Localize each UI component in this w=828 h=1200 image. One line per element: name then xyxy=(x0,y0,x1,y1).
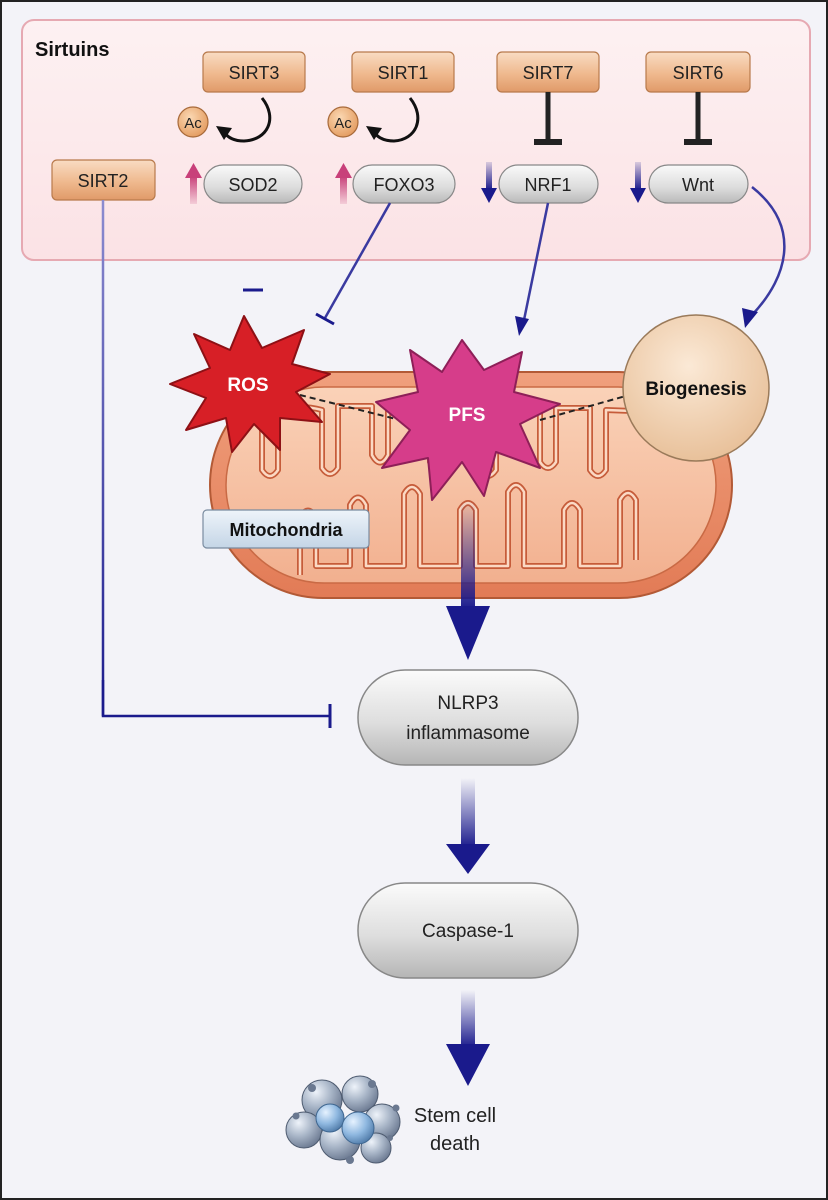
foxo3-pill: FOXO3 xyxy=(352,164,456,204)
pfs-biogenesis-dashed-link xyxy=(539,391,641,421)
nlrp3-line2: inflammasome xyxy=(406,723,530,744)
sod2-up-arrow xyxy=(185,163,202,204)
acetyl-left-arrowhead xyxy=(216,126,232,140)
acetyl-left-curve-arrow xyxy=(222,97,272,143)
biogenesis-label: Biogenesis xyxy=(645,379,746,400)
stem-cell-death-line2: death xyxy=(430,1133,480,1155)
caspase1-label: Caspase-1 xyxy=(422,921,514,942)
nlrp3-pill: NLRP3 inflammasome xyxy=(357,669,579,766)
sirt1-box: SIRT1 xyxy=(351,51,455,93)
sirt1-label: SIRT1 xyxy=(378,63,429,83)
sirt2-label: SIRT2 xyxy=(78,171,129,191)
sirt2-inhibits-nlrp3 xyxy=(101,200,332,728)
wnt-to-biogenesis-arrow xyxy=(742,186,786,328)
sirt2-box: SIRT2 xyxy=(51,159,156,201)
foxo3-label: FOXO3 xyxy=(373,175,434,195)
dying-cell-cluster-icon xyxy=(285,1075,401,1164)
nlrp3-to-caspase-arrow xyxy=(446,778,490,874)
pfs-label: PFS xyxy=(449,405,486,426)
foxo3-up-arrow xyxy=(335,163,352,204)
wnt-down-arrow xyxy=(630,162,646,203)
nrf1-down-arrow xyxy=(481,162,497,203)
mitochondria-label-box: Mitochondria xyxy=(202,509,370,549)
stem-cell-death-line1: Stem cell xyxy=(414,1105,496,1127)
sirt7-box: SIRT7 xyxy=(496,51,600,93)
nrf1-label: NRF1 xyxy=(524,175,571,195)
caspase-to-death-arrow xyxy=(446,990,490,1086)
nlrp3-line1: NLRP3 xyxy=(437,693,498,714)
biogenesis-circle: Biogenesis xyxy=(622,314,770,462)
wnt-label: Wnt xyxy=(682,175,714,195)
ros-starburst: ROS xyxy=(169,315,331,453)
pfs-to-nlrp3-arrow xyxy=(446,500,490,660)
acetyl-right-curve-arrow xyxy=(372,97,420,143)
sirt6-label: SIRT6 xyxy=(673,63,724,83)
ros-label: ROS xyxy=(227,375,268,396)
sirt6-inhibits-wnt xyxy=(684,92,712,145)
nrf1-pill: NRF1 xyxy=(498,164,599,204)
acetyl-left-label: Ac xyxy=(184,115,202,132)
pfs-starburst: PFS xyxy=(375,339,561,501)
mitochondria-label: Mitochondria xyxy=(230,520,344,540)
caspase1-pill: Caspase-1 xyxy=(357,882,579,979)
sirt7-inhibits-nrf1 xyxy=(534,92,562,145)
sirt3-box: SIRT3 xyxy=(202,51,306,93)
foxo3-inhibits-ros xyxy=(315,202,392,326)
acetyl-right-label: Ac xyxy=(334,115,352,132)
sirt7-label: SIRT7 xyxy=(523,63,574,83)
acetyl-group-left: Ac xyxy=(177,97,272,143)
wnt-pill: Wnt xyxy=(648,164,749,204)
panel-title: Sirtuins xyxy=(35,39,109,61)
sirt3-label: SIRT3 xyxy=(229,63,280,83)
nrf1-to-pfs-arrow xyxy=(515,202,550,336)
ros-pfs-dashed-link xyxy=(299,394,401,421)
acetyl-right-arrowhead xyxy=(366,126,382,140)
sod2-pill: SOD2 xyxy=(203,164,303,204)
sod2-inhibits-ros xyxy=(243,203,263,292)
acetyl-group-right: Ac xyxy=(327,97,420,143)
sod2-label: SOD2 xyxy=(228,175,277,195)
sirt6-box: SIRT6 xyxy=(645,51,751,93)
